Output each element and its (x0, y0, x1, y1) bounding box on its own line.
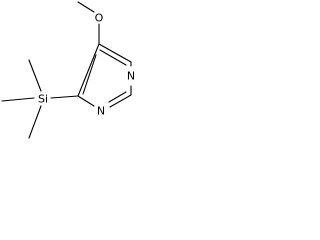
bond-c5-c6-inner (99, 49, 127, 66)
bond-silicon-methyl-top (28, 59, 42, 92)
chemical-structure: O N N Si (1, 1, 135, 139)
bond-c4-c5-inner (82, 54, 97, 95)
bond-c4-silicon (50, 95, 79, 99)
bond-methyl-oxygen (77, 1, 95, 13)
bond-silicon-methyl-bottom (28, 105, 42, 139)
bond-n3-c4 (77, 95, 95, 107)
bond-c5-c6 (98, 43, 132, 63)
nitrogen-atom-label-top: N (127, 70, 135, 83)
nitrogen-atom-label-bottom: N (97, 105, 105, 118)
oxygen-atom-label: O (95, 12, 104, 25)
silicon-atom-label: Si (38, 93, 48, 106)
bond-c2-n3 (109, 94, 132, 108)
bond-silicon-methyl-left (1, 97, 35, 102)
bond-c2-n3-inner (108, 91, 127, 103)
bond-c4-c5 (77, 43, 100, 97)
